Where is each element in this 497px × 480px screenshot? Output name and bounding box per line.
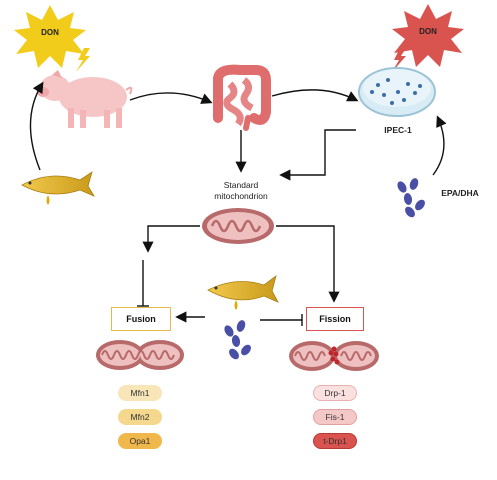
center-label-line2: mitochondrion	[214, 191, 268, 201]
fusion-box: Fusion	[111, 307, 171, 331]
intestine-icon	[213, 64, 271, 131]
lightning-icon	[392, 48, 406, 72]
cell-line-label: IPEC-1	[384, 125, 412, 135]
lightning-icon	[76, 48, 90, 72]
don-starburst-right	[392, 4, 464, 72]
protein-pill-mfn2: Mfn2	[118, 409, 162, 425]
fish-oil-icon-left	[21, 171, 95, 205]
protein-pill-fis1: Fis-1	[313, 409, 357, 425]
capsules-icon-center	[224, 320, 251, 360]
standard-mitochondrion-label: Standard mitochondrion	[200, 180, 282, 202]
protein-pill-tdrp1: t-Drp1	[313, 433, 357, 449]
center-label-line1: Standard	[223, 180, 259, 190]
don-starburst-left	[14, 5, 90, 72]
protein-pill-drp1: Drp-1	[313, 385, 357, 401]
capsules-icon-right	[397, 178, 425, 218]
don-label-left: DON	[41, 28, 59, 37]
protein-pill-mfn1: Mfn1	[118, 385, 162, 401]
arrows	[29, 81, 447, 326]
nutrients-label: EPA/DHA	[441, 188, 479, 198]
pig-icon	[37, 70, 133, 128]
don-label-right: DON	[419, 27, 437, 36]
petri-dish-icon	[358, 67, 436, 117]
drp1-ring-icon	[328, 346, 340, 365]
mitochondrion-fusion	[96, 340, 184, 370]
mitochondrion-fission	[289, 341, 379, 371]
mitochondrion-standard	[202, 208, 274, 244]
fish-oil-icon-center	[207, 274, 279, 310]
protein-pill-opa1: Opa1	[118, 433, 162, 449]
fission-box: Fission	[306, 307, 364, 331]
